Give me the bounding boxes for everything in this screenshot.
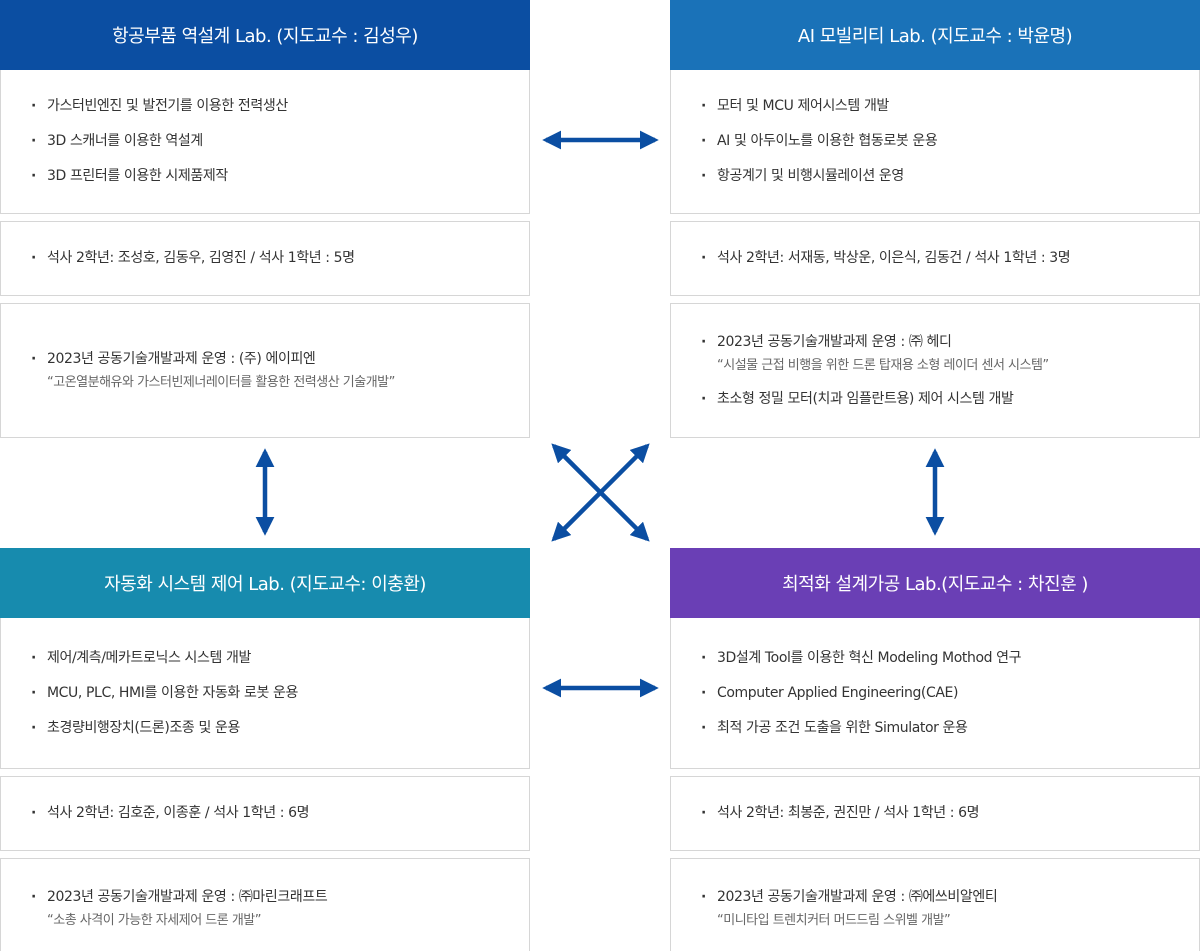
research-item: 가스터빈엔진 및 발전기를 이용한 전력생산 <box>31 89 499 124</box>
lab-ai-mobility: AI 모빌리티 Lab. (지도교수 : 박윤명) 모터 및 MCU 제어시스템… <box>670 0 1200 438</box>
research-box: 가스터빈엔진 및 발전기를 이용한 전력생산 3D 스캐너를 이용한 역설계 3… <box>0 70 530 214</box>
double-arrow-icon <box>551 443 650 542</box>
students-text: 석사 2학년: 서재동, 박상운, 이은식, 김동건 / 석사 1학년 : 3명 <box>701 241 1169 276</box>
lab-automation-control: 자동화 시스템 제어 Lab. (지도교수: 이충환) 제어/계측/메카트로닉스… <box>0 548 530 951</box>
project-box: 2023년 공동기술개발과제 운영 : ㈜에쓰비알엔티 “미니타입 트렌치커터 … <box>670 858 1200 951</box>
research-item: 3D설계 Tool를 이용한 혁신 Modeling Mothod 연구 <box>701 641 1169 676</box>
project-description: “고온열분해유와 가스터빈제너레이터를 활용한 전력생산 기술개발” <box>47 375 395 390</box>
research-item: AI 및 아두이노를 이용한 협동로봇 운용 <box>701 124 1169 159</box>
research-item: 모터 및 MCU 제어시스템 개발 <box>701 89 1169 124</box>
research-item: 3D 프린터를 이용한 시제품제작 <box>31 159 499 194</box>
double-arrow-icon <box>551 443 650 542</box>
project-box: 2023년 공동기술개발과제 운영 : ㈜ 헤디 “시설물 근접 비행을 위한 … <box>670 303 1200 438</box>
students-box: 석사 2학년: 최봉준, 권진만 / 석사 1학년 : 6명 <box>670 776 1200 851</box>
research-item: 초경량비행장치(드론)조종 및 운용 <box>31 711 499 746</box>
students-text: 석사 2학년: 김호준, 이종훈 / 석사 1학년 : 6명 <box>31 796 499 831</box>
project-extra: 초소형 정밀 모터(치과 임플란트용) 제어 시스템 개발 <box>701 382 1169 417</box>
lab-optimization-machining: 최적화 설계가공 Lab.(지도교수 : 차진훈 ) 3D설계 Tool를 이용… <box>670 548 1200 951</box>
project-title: 2023년 공동기술개발과제 운영 : ㈜ 헤디 <box>701 325 1169 360</box>
research-item: 최적 가공 조건 도출을 위한 Simulator 운용 <box>701 711 1169 746</box>
project-description: “미니타입 트렌치커터 머드드림 스위벨 개발” <box>717 912 951 928</box>
lab-aircraft-parts-reverse-design: 항공부품 역설계 Lab. (지도교수 : 김성우) 가스터빈엔진 및 발전기를… <box>0 0 530 438</box>
project-box: 2023년 공동기술개발과제 운영 : ㈜마린크래프트 “소총 사격이 가능한 … <box>0 858 530 951</box>
research-item: 제어/계측/메카트로닉스 시스템 개발 <box>31 641 499 676</box>
project-title: 2023년 공동기술개발과제 운영 : (주) 에이피엔 <box>31 342 499 377</box>
students-text: 석사 2학년: 조성호, 김동우, 김영진 / 석사 1학년 : 5명 <box>31 241 499 276</box>
research-item: Computer Applied Engineering(CAE) <box>701 676 1169 711</box>
project-title: 2023년 공동기술개발과제 운영 : ㈜에쓰비알엔티 <box>701 880 1169 915</box>
research-item: MCU, PLC, HMI를 이용한 자동화 로봇 운용 <box>31 676 499 711</box>
project-title: 2023년 공동기술개발과제 운영 : ㈜마린크래프트 <box>31 880 499 915</box>
research-box: 제어/계측/메카트로닉스 시스템 개발 MCU, PLC, HMI를 이용한 자… <box>0 618 530 769</box>
project-description: “소총 사격이 가능한 자세제어 드론 개발” <box>47 912 262 928</box>
lab-title: 항공부품 역설계 Lab. (지도교수 : 김성우) <box>0 0 530 70</box>
students-text: 석사 2학년: 최봉준, 권진만 / 석사 1학년 : 6명 <box>701 796 1169 831</box>
research-box: 모터 및 MCU 제어시스템 개발 AI 및 아두이노를 이용한 협동로봇 운용… <box>670 70 1200 214</box>
lab-title: 자동화 시스템 제어 Lab. (지도교수: 이충환) <box>0 548 530 618</box>
students-box: 석사 2학년: 서재동, 박상운, 이은식, 김동건 / 석사 1학년 : 3명 <box>670 221 1200 296</box>
students-box: 석사 2학년: 조성호, 김동우, 김영진 / 석사 1학년 : 5명 <box>0 221 530 296</box>
lab-title: 최적화 설계가공 Lab.(지도교수 : 차진훈 ) <box>670 548 1200 618</box>
project-description: “시설물 근접 비행을 위한 드론 탑재용 소형 레이더 센서 시스템” <box>717 357 1049 373</box>
research-item: 3D 스캐너를 이용한 역설계 <box>31 124 499 159</box>
research-item: 항공계기 및 비행시뮬레이션 운영 <box>701 159 1169 194</box>
project-box: 2023년 공동기술개발과제 운영 : (주) 에이피엔 “고온열분해유와 가스… <box>0 303 530 438</box>
lab-title: AI 모빌리티 Lab. (지도교수 : 박윤명) <box>670 0 1200 70</box>
research-box: 3D설계 Tool를 이용한 혁신 Modeling Mothod 연구 Com… <box>670 618 1200 769</box>
students-box: 석사 2학년: 김호준, 이종훈 / 석사 1학년 : 6명 <box>0 776 530 851</box>
